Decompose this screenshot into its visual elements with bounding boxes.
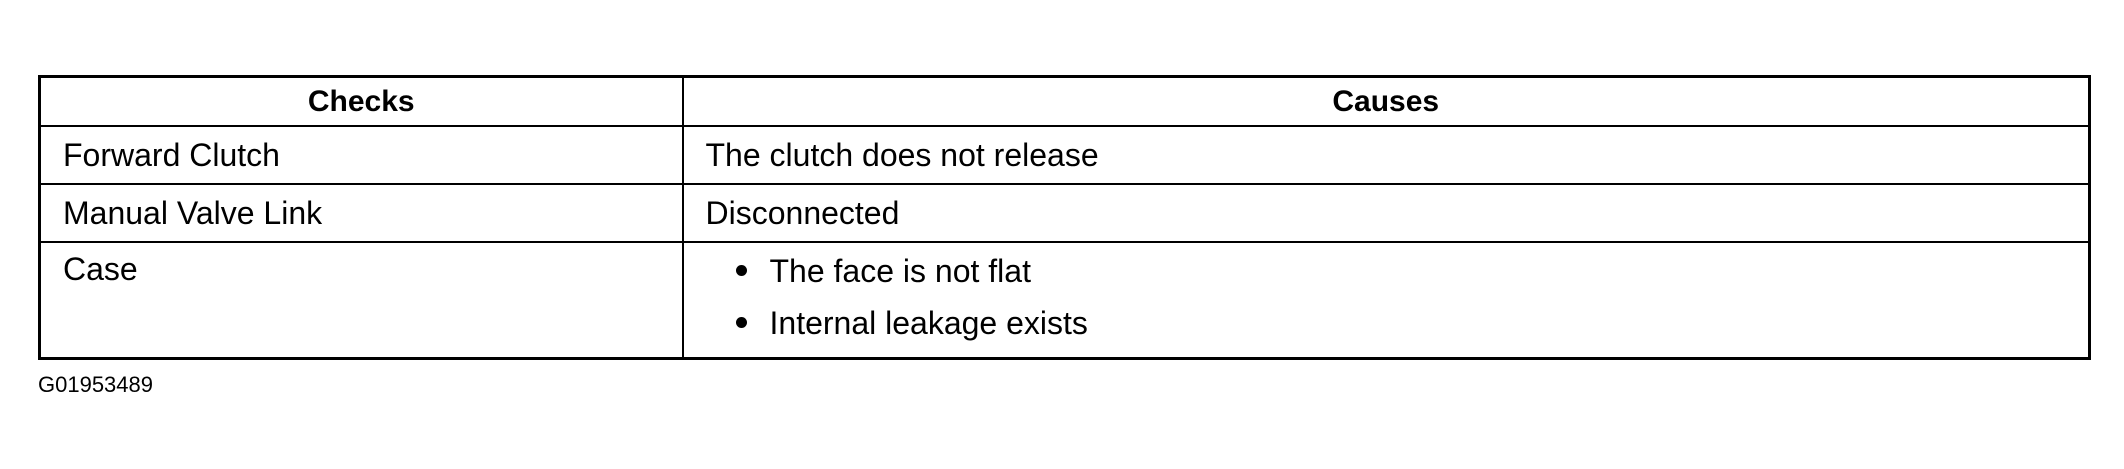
- check-cell: Forward Clutch: [38, 125, 684, 185]
- diagnosis-table: Checks Causes Forward Clutch The clutch …: [38, 75, 2091, 360]
- list-item: Internal leakage exists: [735, 303, 2067, 355]
- column-header-checks: Checks: [38, 75, 684, 127]
- cause-cell: The clutch does not release: [681, 125, 2091, 185]
- check-cell: Manual Valve Link: [38, 183, 684, 243]
- check-cell: Case: [38, 241, 684, 360]
- table-row: Manual Valve Link Disconnected: [38, 183, 2091, 243]
- list-item: The face is not flat: [735, 251, 2067, 303]
- cause-text: Internal leakage exists: [769, 305, 1088, 341]
- cause-bullet-list: The face is not flat Internal leakage ex…: [706, 251, 2067, 355]
- table-header-row: Checks Causes: [38, 75, 2091, 127]
- column-header-causes: Causes: [681, 75, 2091, 127]
- table-row: Forward Clutch The clutch does not relea…: [38, 125, 2091, 185]
- bullet-icon: [735, 317, 747, 328]
- cause-cell: The face is not flat Internal leakage ex…: [681, 241, 2091, 360]
- table-row: Case The face is not flat Internal leaka…: [38, 241, 2091, 360]
- cause-cell: Disconnected: [681, 183, 2091, 243]
- cause-text: The face is not flat: [769, 253, 1031, 289]
- figure-id: G01953489: [38, 372, 153, 397]
- bullet-icon: [735, 265, 747, 276]
